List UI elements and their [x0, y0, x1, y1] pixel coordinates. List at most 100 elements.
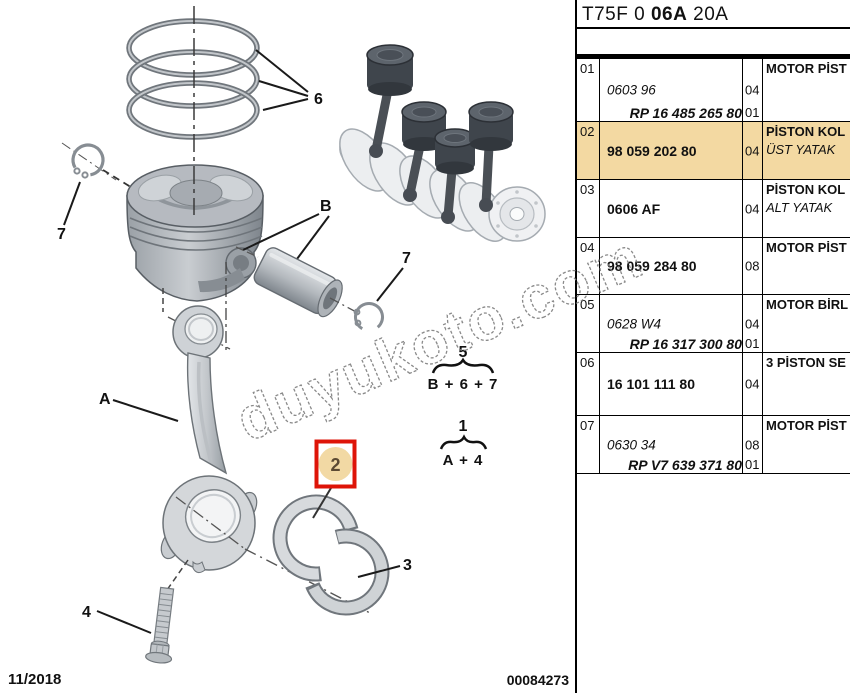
- cell-description: MOTOR PİST: [763, 416, 850, 473]
- cell-part-reference: 0606 AF: [600, 180, 743, 237]
- label-7-circlip-left: 7: [57, 226, 66, 243]
- cell-part-reference: 98 059 284 80: [600, 238, 743, 294]
- cell-description: MOTOR PİST: [763, 59, 850, 121]
- part-description: MOTOR PİST: [766, 61, 847, 76]
- row-number: 06: [577, 353, 600, 415]
- crank-piston: [366, 44, 514, 175]
- part-replacement-reference: RP V7 639 371 80: [628, 457, 742, 473]
- label-3-bearing-lower: 3: [403, 557, 412, 574]
- part-replacement-reference: RP 16 317 300 80: [629, 336, 742, 352]
- cell-part-reference: 0603 96 RP 16 485 265 80: [600, 59, 743, 121]
- bearing-upper-leader: [312, 487, 332, 519]
- label-4-bolt: 4: [82, 604, 91, 621]
- table-row-04[interactable]: 04 98 059 284 80 08 MOTOR PİST: [577, 238, 850, 295]
- row-number: 05: [577, 295, 600, 352]
- part-description: 3 PİSTON SE: [766, 355, 846, 370]
- circlip-right-leader: [376, 267, 404, 302]
- connecting-rod: [160, 305, 373, 615]
- table-row-03[interactable]: 03 0606 AF 04 PİSTON KOL ALT YATAK: [577, 180, 850, 238]
- table-header-divider: [577, 54, 850, 59]
- rod-leader: [112, 399, 179, 422]
- brace-5: [431, 357, 495, 374]
- part-reference: 98 059 202 80: [607, 142, 697, 159]
- cell-part-reference: 0628 W4 RP 16 317 300 80: [600, 295, 743, 352]
- quantity-secondary: 01: [745, 105, 760, 120]
- catalog-code: T75F 0 06A 20A: [577, 0, 850, 29]
- table-row-07[interactable]: 07 0630 34 RP V7 639 371 80 08 01 MOTOR …: [577, 416, 850, 474]
- edition-date: 11/2018: [8, 671, 62, 688]
- catalog-code-suffix: 20A: [693, 4, 729, 25]
- part-description: PİSTON KOL: [766, 182, 846, 197]
- label-5: 5: [459, 344, 468, 361]
- cell-description: PİSTON KOL ÜST YATAK: [763, 122, 850, 179]
- part-replacement-reference: RP 16 485 265 80: [629, 105, 742, 121]
- row-number: 01: [577, 59, 600, 121]
- part-description-sub: ALT YATAK: [766, 200, 833, 215]
- quantity: 04: [745, 376, 760, 392]
- document-number: 00084273: [506, 672, 569, 688]
- parts-table-panel: T75F 0 06A 20A 01 0603 96 RP 16 485 265 …: [575, 0, 850, 693]
- callout-2-selected-part[interactable]: 2: [312, 439, 357, 519]
- bolt-projection-line: [166, 559, 189, 591]
- rings-leader-lines: [255, 49, 309, 111]
- cell-part-reference: 0630 34 RP V7 639 371 80: [600, 416, 743, 473]
- cell-quantity: 04 01: [743, 295, 763, 352]
- part-description: PİSTON KOL: [766, 124, 846, 139]
- row-number: 07: [577, 416, 600, 473]
- quantity: 08: [745, 437, 760, 452]
- quantity: 04: [745, 82, 760, 98]
- quantity: 04: [745, 316, 760, 331]
- cell-quantity: 04: [743, 353, 763, 415]
- table-row-01[interactable]: 01 0603 96 RP 16 485 265 80 04 01 MOTOR …: [577, 59, 850, 122]
- cell-quantity: 08: [743, 238, 763, 294]
- table-row-02-selected[interactable]: 02 98 059 202 80 04 PİSTON KOL ÜST YATAK: [577, 122, 850, 180]
- callout-highlight-circle: [318, 447, 353, 481]
- bearing-shell-lower: [302, 528, 390, 616]
- cell-quantity: 04: [743, 180, 763, 237]
- quantity-secondary: 01: [745, 457, 760, 472]
- formula-5: B + 6 + 7: [428, 376, 499, 393]
- piston-rings: [126, 18, 260, 140]
- label-2-bearing-upper: 2: [330, 455, 340, 475]
- part-reference: 0603 96: [607, 82, 656, 98]
- part-description-sub: ÜST YATAK: [766, 142, 836, 157]
- pin-leader-lines: [242, 213, 330, 260]
- catalog-code-prefix: T75F 0: [582, 4, 646, 25]
- cell-description: MOTOR BİRL: [763, 295, 850, 352]
- part-reference: 98 059 284 80: [607, 258, 697, 274]
- bearing-lower-leader: [357, 565, 401, 578]
- formula-1: A + 4: [443, 452, 484, 469]
- gudgeon-pin: [253, 247, 343, 318]
- part-description: MOTOR PİST: [766, 418, 847, 433]
- cell-description: MOTOR PİST: [763, 238, 850, 294]
- row-number: 03: [577, 180, 600, 237]
- part-description: MOTOR PİST: [766, 240, 847, 255]
- cell-part-reference: 98 059 202 80: [600, 122, 743, 179]
- exploded-parts-diagram: 6 7 B: [57, 6, 546, 664]
- pin-axis-dash-a: [235, 246, 259, 258]
- parts-table: 01 0603 96 RP 16 485 265 80 04 01 MOTOR …: [577, 59, 850, 474]
- piston: [126, 164, 264, 302]
- brace-1: [439, 434, 488, 450]
- cell-description: PİSTON KOL ALT YATAK: [763, 180, 850, 237]
- cell-description: 3 PİSTON SE: [763, 353, 850, 415]
- bolt: [145, 586, 175, 664]
- part-reference: 0628 W4: [607, 316, 662, 331]
- quantity-secondary: 01: [745, 336, 760, 351]
- table-header-band: [577, 29, 850, 54]
- catalog-code-bold: 06A: [650, 4, 688, 25]
- table-row-05[interactable]: 05 0628 W4 RP 16 317 300 80 04 01 MOTOR …: [577, 295, 850, 353]
- crankshaft-assembly: [339, 44, 546, 242]
- cell-part-reference: 16 101 111 80: [600, 353, 743, 415]
- label-1: 1: [459, 418, 468, 435]
- bearing-shell-upper: [272, 494, 360, 582]
- label-7-circlip-right: 7: [402, 250, 411, 267]
- table-row-06[interactable]: 06 16 101 111 80 04 3 PİSTON SE: [577, 353, 850, 416]
- cell-quantity: 04 01: [743, 59, 763, 121]
- part-reference: 0630 34: [607, 437, 656, 452]
- bolt-leader: [96, 610, 152, 634]
- label-B-pin: B: [320, 198, 332, 215]
- cell-quantity: 08 01: [743, 416, 763, 473]
- row-number: 02: [577, 122, 600, 179]
